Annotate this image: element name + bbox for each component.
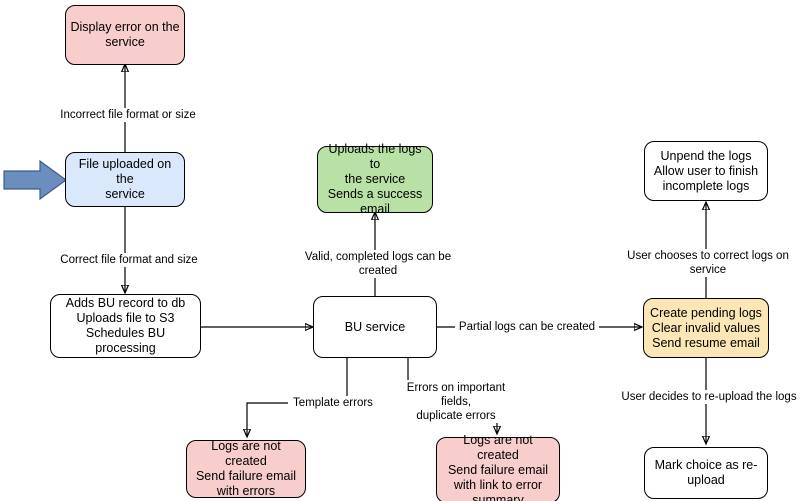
node-logs-not-created-template[interactable]: Logs are not created Send failure email …: [186, 439, 306, 498]
node-unpend-logs[interactable]: Unpend the logs Allow user to finish inc…: [644, 141, 768, 201]
node-mark-reupload[interactable]: Mark choice as re- upload: [644, 447, 768, 499]
edge-label-partial-logs: Partial logs can be created: [455, 320, 599, 334]
node-adds-bu-record[interactable]: Adds BU record to db Uploads file to S3 …: [50, 294, 201, 358]
edge-label-valid-logs: Valid, completed logs can be created: [283, 250, 473, 278]
edge-label-user-reupload: User decides to re-upload the logs: [612, 390, 801, 404]
edge-label-user-corrects: User chooses to correct logs on service: [608, 249, 801, 277]
node-uploads-logs[interactable]: Uploads the logs to the service Sends a …: [317, 142, 433, 216]
node-bu-service[interactable]: BU service: [313, 296, 437, 358]
node-file-uploaded[interactable]: File uploaded on the service: [65, 152, 185, 207]
edge-label-important-errors: Errors on important fields, duplicate er…: [392, 381, 520, 423]
edge-label-incorrect-format: Incorrect file format or size: [55, 108, 201, 122]
entry-arrow-icon: [3, 159, 68, 201]
node-logs-not-created-summary[interactable]: Logs are not created Send failure email …: [436, 433, 560, 501]
node-display-error[interactable]: Display error on the service: [65, 5, 185, 65]
node-create-pending-logs[interactable]: Create pending logs Clear invalid values…: [643, 298, 769, 358]
edge-label-template-errors: Template errors: [288, 396, 378, 410]
edge-label-correct-format: Correct file format and size: [57, 253, 201, 267]
